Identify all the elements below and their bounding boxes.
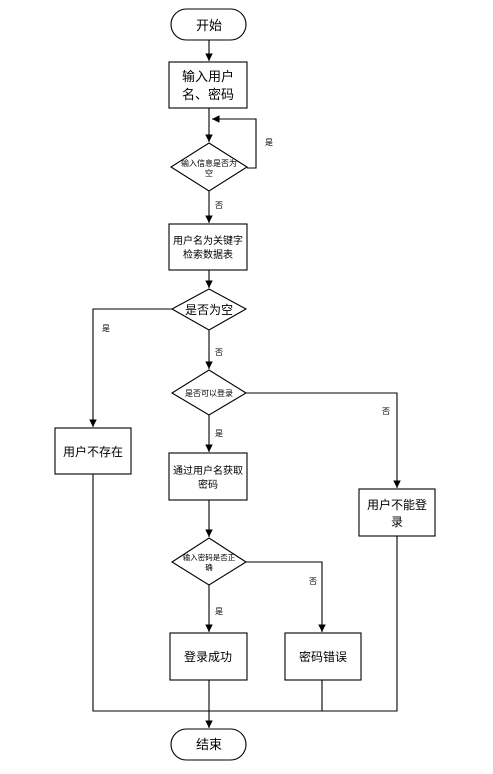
- edge-label-no-4: 否: [309, 577, 317, 586]
- edge-wrong-merge: [209, 680, 323, 712]
- start-terminal: [170, 8, 247, 41]
- cannot-login-label-line2: 录: [391, 515, 403, 529]
- pwd-correct-decision: [170, 537, 248, 586]
- success-label: 登录成功: [184, 649, 232, 664]
- get-pwd-label-line1: 通过用户名获取: [173, 464, 243, 477]
- edge-label-no-1: 否: [215, 201, 223, 210]
- edge-label-yes-pwd: 是: [215, 607, 223, 616]
- cannot-login-label-line1: 用户不能登: [367, 497, 427, 512]
- check-empty-label-line2: 空: [205, 168, 213, 178]
- search-process: [168, 223, 248, 271]
- edge-label-no-2: 否: [215, 348, 223, 357]
- can-login-label: 是否可以登录: [185, 388, 233, 398]
- is-empty-label: 是否为空: [185, 303, 233, 317]
- search-label-line1: 用户名为关键字: [173, 234, 243, 247]
- check-empty-label-line1: 输入信息是否为: [181, 158, 237, 168]
- edge-label-yes-loop: 是: [265, 138, 273, 147]
- pwd-correct-label-line1: 输入密码是否正: [183, 552, 236, 562]
- search-label-line2: 检索数据表: [183, 248, 233, 261]
- input-label-line2: 名、密码: [182, 87, 234, 103]
- get-pwd-label-line2: 密码: [198, 478, 218, 491]
- not-exist-label: 用户不存在: [63, 444, 123, 459]
- end-label: 结束: [196, 738, 222, 753]
- get-pwd-process: [168, 452, 248, 501]
- edge-isempty-notexist: [89, 308, 172, 427]
- input-process: [168, 61, 248, 109]
- wrong-pwd-label: 密码错误: [299, 649, 347, 664]
- edge-pwd-wrong: [246, 561, 326, 632]
- edge-canlogin-cannot: [246, 392, 401, 488]
- cannot-login-process: [358, 488, 436, 537]
- edge-label-yes-empty: 是: [102, 324, 110, 333]
- check-empty-decision: [169, 142, 249, 192]
- wrong-pwd-process: [284, 632, 362, 681]
- edge-label-no-3: 否: [382, 407, 390, 416]
- edge-label-yes-login: 是: [215, 429, 223, 438]
- success-process: [169, 632, 248, 681]
- is-empty-decision: [170, 288, 248, 331]
- can-login-decision: [170, 369, 248, 416]
- end-terminal: [170, 728, 247, 761]
- edge-notexist-merge: [92, 474, 209, 712]
- not-exist-process: [54, 427, 132, 475]
- input-label-line1: 输入用户: [182, 69, 234, 85]
- pwd-correct-label-line2: 确: [205, 562, 213, 572]
- start-label: 开始: [196, 19, 222, 34]
- edge-loop-yes: [212, 115, 257, 169]
- edge-cannot-merge: [322, 536, 398, 712]
